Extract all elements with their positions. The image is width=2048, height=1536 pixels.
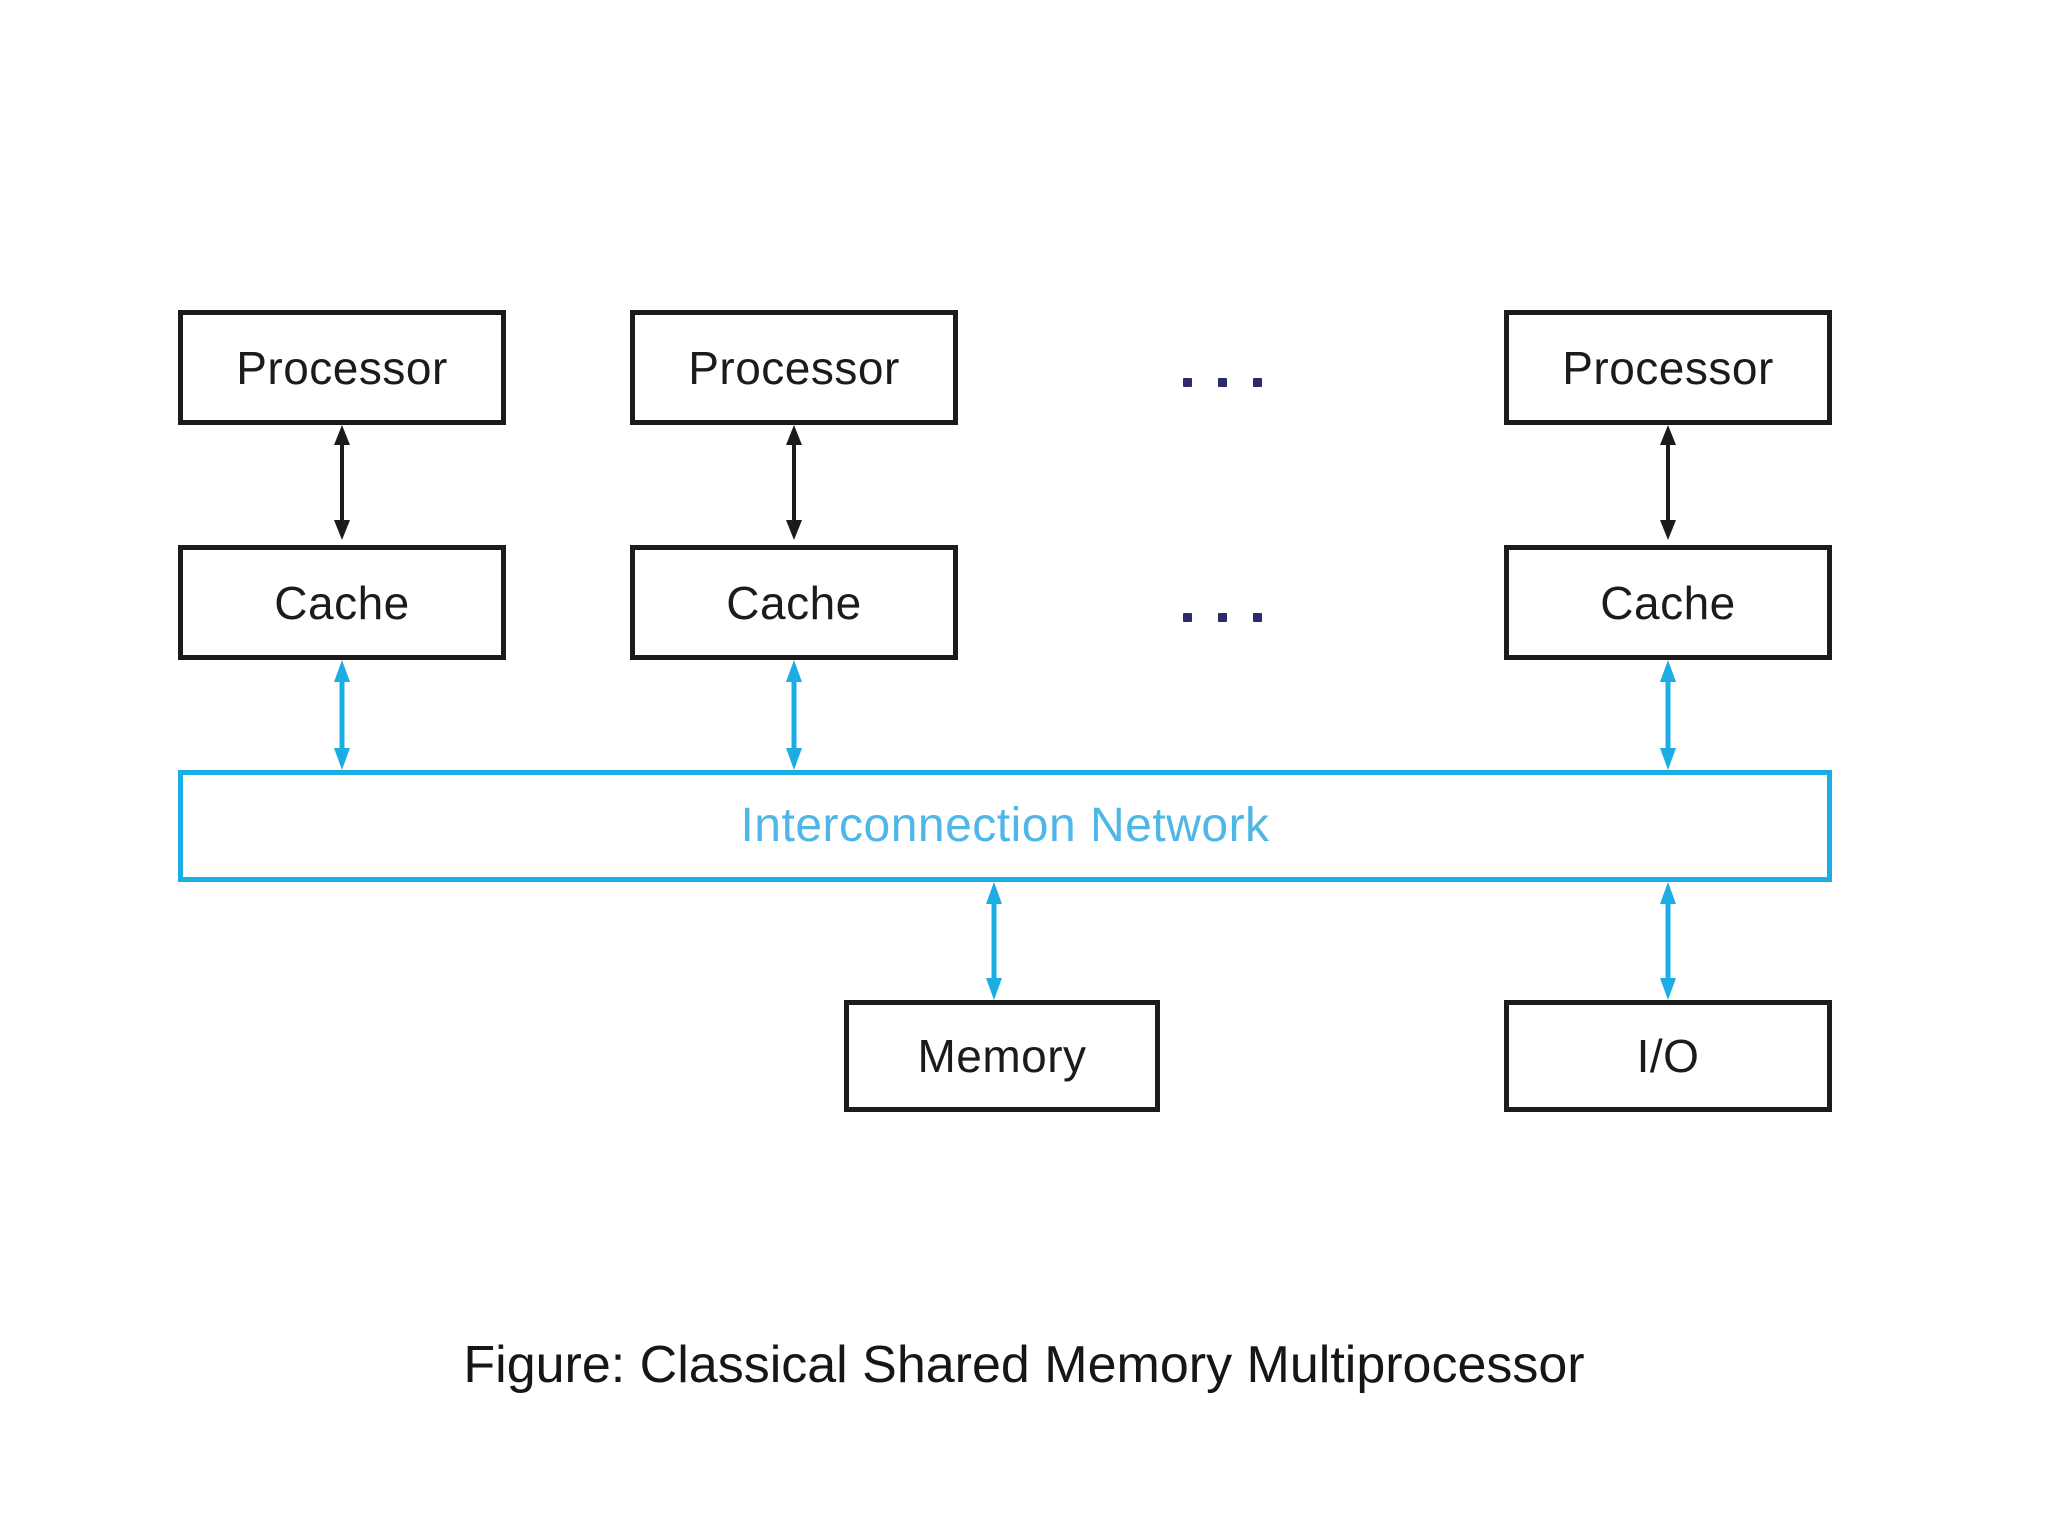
processor-label-1: Processor	[688, 341, 900, 394]
connector-processor-1-to-cache-1	[778, 425, 810, 540]
connector-cache-0-to-network	[326, 660, 358, 770]
connector-cache-1-to-network	[778, 660, 810, 770]
ellipsis-dot	[1183, 378, 1192, 387]
ellipsis-dot	[1253, 613, 1262, 622]
cache-label-1: Cache	[726, 576, 862, 629]
processor-box-1: Processor	[630, 310, 958, 425]
connector-processor-2-to-cache-2	[1652, 425, 1684, 540]
connector-processor-0-to-cache-0	[326, 425, 358, 540]
ellipsis-dot	[1218, 613, 1227, 622]
interconnection-network-box: Interconnection Network	[178, 770, 1832, 882]
processor-label-0: Processor	[236, 341, 448, 394]
interconnection-network-label: Interconnection Network	[740, 799, 1270, 852]
ellipsis-dot	[1218, 378, 1227, 387]
ellipsis-cache-row	[1183, 613, 1262, 622]
processor-label-2: Processor	[1562, 341, 1774, 394]
cache-label-0: Cache	[274, 576, 410, 629]
figure-caption: Figure: Classical Shared Memory Multipro…	[0, 1335, 2048, 1395]
ellipsis-dot	[1253, 378, 1262, 387]
ellipsis-processor-row	[1183, 378, 1262, 387]
connector-network-to-io	[1652, 882, 1684, 1000]
cache-box-2: Cache	[1504, 545, 1832, 660]
memory-box: Memory	[844, 1000, 1160, 1112]
cache-box-1: Cache	[630, 545, 958, 660]
processor-box-0: Processor	[178, 310, 506, 425]
cache-box-0: Cache	[178, 545, 506, 660]
cache-label-2: Cache	[1600, 576, 1736, 629]
processor-box-2: Processor	[1504, 310, 1832, 425]
connector-network-to-memory	[978, 882, 1010, 1000]
figure-caption-text: Figure: Classical Shared Memory Multipro…	[463, 1336, 1585, 1394]
memory-label: Memory	[917, 1030, 1087, 1082]
connector-cache-2-to-network	[1652, 660, 1684, 770]
ellipsis-dot	[1183, 613, 1192, 622]
io-box: I/O	[1504, 1000, 1832, 1112]
io-label: I/O	[1636, 1030, 1700, 1082]
